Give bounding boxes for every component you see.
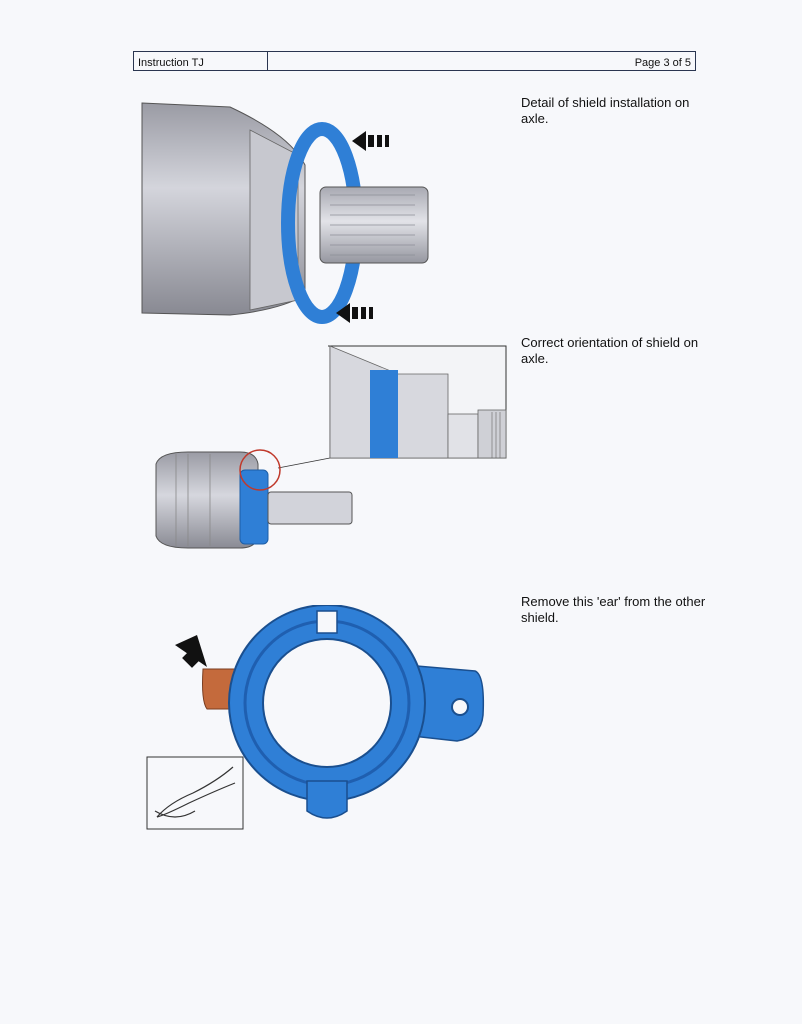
pliers-icon: [154, 766, 236, 818]
caption-detail: Detail of shield installation on axle.: [521, 95, 690, 126]
figure-shield-orientation: [155, 345, 507, 549]
arrow-bottom-icon: [336, 303, 373, 323]
caption-remove: Remove this 'ear' from the other shield.: [521, 594, 706, 625]
inset-shield: [370, 370, 398, 458]
caption-orientation: Correct orientation of shield on axle.: [521, 335, 699, 366]
page-number: Page 3 of 5: [634, 57, 691, 69]
figure-remove-ear: [146, 605, 485, 830]
arrow-ear-icon: [175, 635, 207, 668]
page-header: Instruction TJ Page 3 of 5: [133, 51, 696, 71]
arrow-top-icon: [352, 131, 389, 151]
document-title: Instruction TJ: [134, 52, 268, 70]
pliers-inset: [146, 756, 244, 830]
highlight-circle: [239, 449, 281, 491]
figure-shield-detail: [141, 102, 429, 324]
